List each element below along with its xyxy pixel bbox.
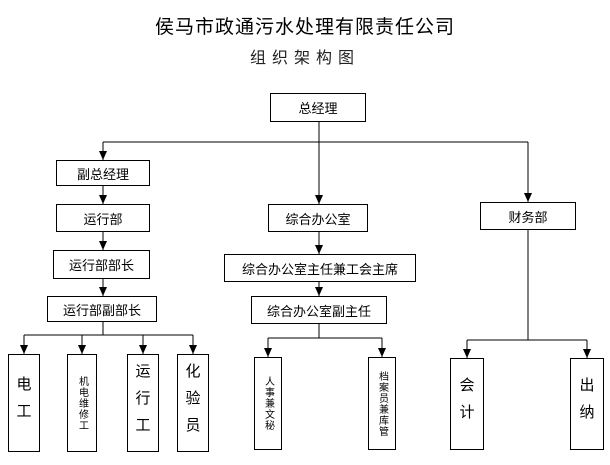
- node-mechanical-repair-label: 机电维修工: [76, 375, 88, 431]
- node-office-director: 综合办公室主任兼工会主席: [224, 254, 416, 282]
- chart-subtitle: 组织架构图: [249, 48, 360, 67]
- node-electrician-label: 电工: [14, 376, 33, 430]
- node-operations-department: 运行部: [56, 204, 150, 232]
- node-office-deputy-director: 综合办公室副主任: [251, 296, 387, 324]
- node-operations-head: 运行部部长: [53, 250, 150, 279]
- node-hr-secretary-label: 人事兼文秘: [262, 376, 274, 431]
- node-archivist: 档案员兼库管: [368, 357, 396, 450]
- node-lab-technician: 化验员: [177, 354, 209, 452]
- node-deputy-general-manager: 副总经理: [56, 160, 150, 186]
- node-cashier: 出纳: [570, 358, 604, 450]
- node-general-manager: 总经理: [270, 93, 366, 122]
- node-operator-label: 运行工: [133, 362, 152, 444]
- node-archivist-label: 档案员兼库管: [376, 370, 388, 437]
- node-lab-technician-label: 化验员: [183, 362, 202, 444]
- chart-title: 侯马市政通污水处理有限责任公司: [154, 16, 455, 38]
- node-hr-secretary: 人事兼文秘: [254, 357, 282, 450]
- node-finance-department: 财务部: [480, 202, 576, 230]
- node-general-office: 综合办公室: [268, 204, 368, 232]
- node-accountant-label: 会计: [457, 377, 476, 431]
- node-accountant: 会计: [450, 358, 484, 450]
- node-cashier-label: 出纳: [577, 377, 596, 431]
- node-mechanical-repair: 机电维修工: [67, 354, 97, 452]
- node-operations-deputy-head: 运行部副部长: [47, 296, 157, 322]
- node-electrician: 电工: [8, 354, 40, 452]
- node-operator: 运行工: [127, 354, 159, 452]
